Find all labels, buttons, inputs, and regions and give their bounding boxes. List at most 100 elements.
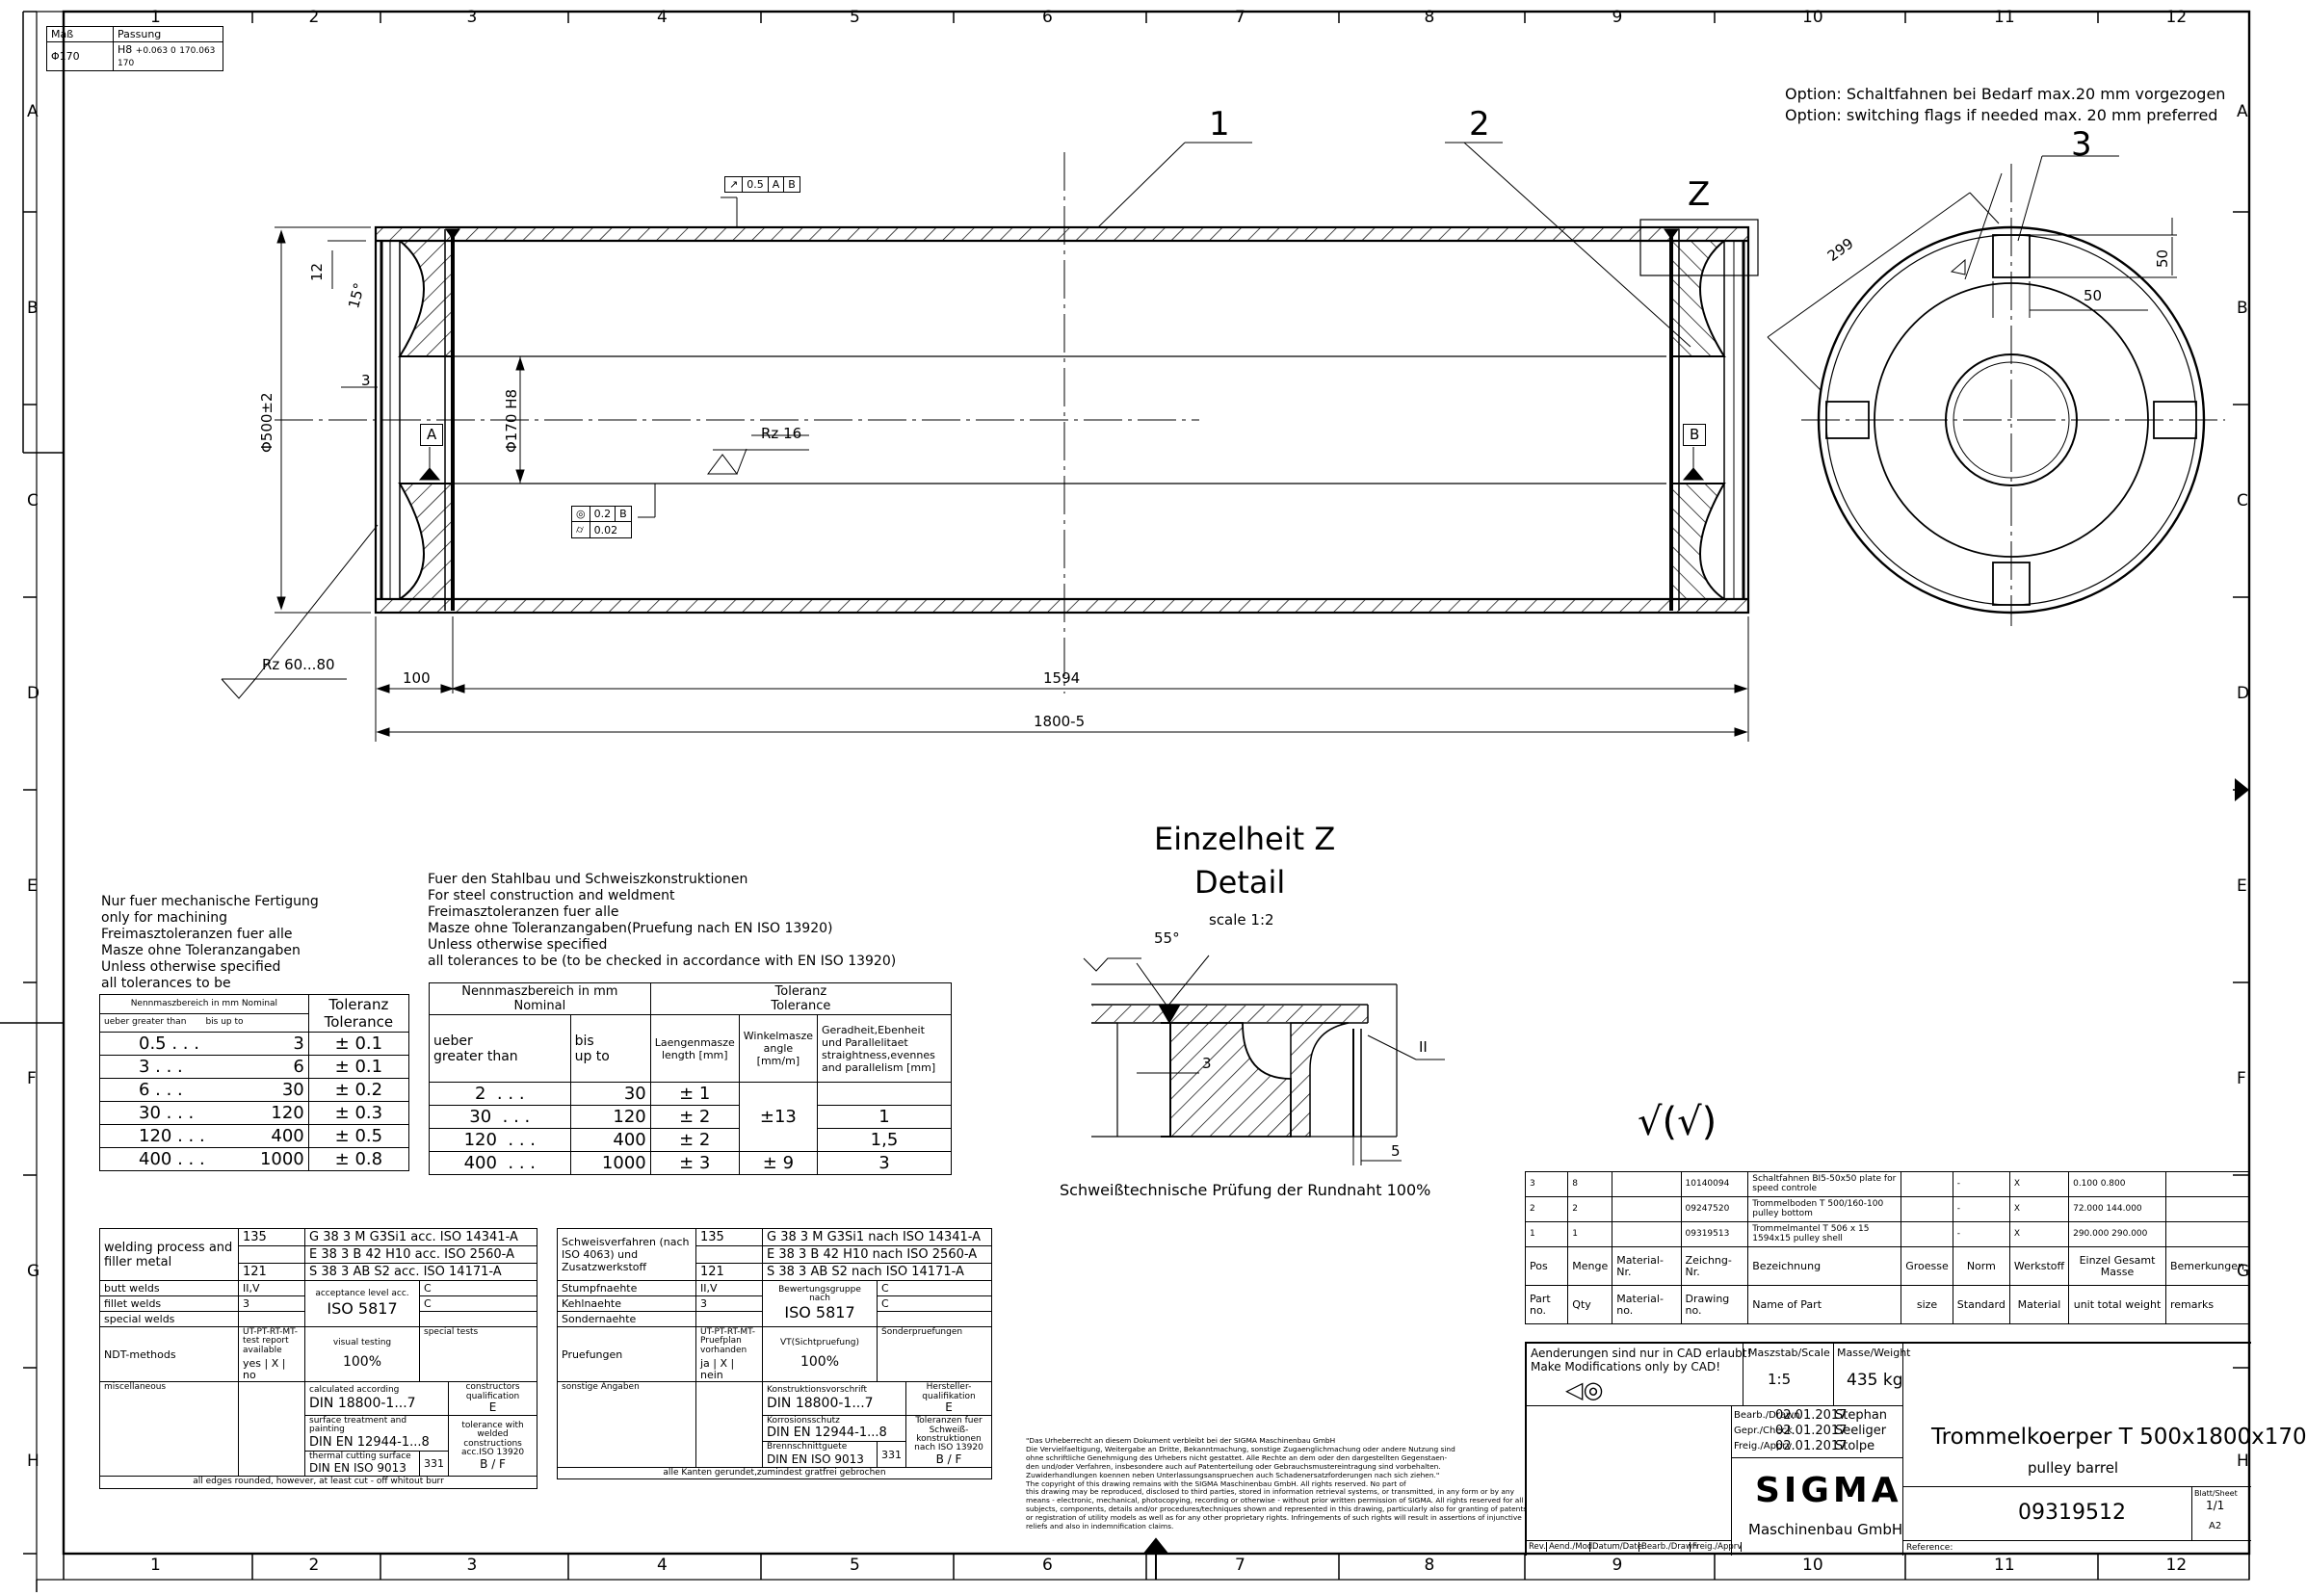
st-r3-from: 120 . . . xyxy=(429,1128,571,1152)
column-label: 4 xyxy=(657,8,668,27)
column-label: 5 xyxy=(850,8,860,27)
column-label: 10 xyxy=(1802,8,1823,27)
we-din12944: DIN EN 12944-1...8 xyxy=(309,1434,430,1450)
we-special: special welds xyxy=(99,1311,239,1327)
we-visual-pct: 100% xyxy=(342,1353,382,1370)
st-header-range2: Nominal xyxy=(513,999,566,1013)
copyright-line: this drawing may be reproduced, disclose… xyxy=(1026,1487,1514,1497)
we-tol-welded: tolerance with welded constructions acc.… xyxy=(448,1414,537,1478)
copyright-line: ohne schriftliche Genehmigung des Urhebe… xyxy=(1026,1452,1448,1462)
revision-header: Bearb./Drawn xyxy=(1641,1542,1698,1552)
wd-konstr-label: Konstruktionsvorschrift xyxy=(767,1385,868,1396)
ph-pos-en: Part no. xyxy=(1524,1285,1569,1324)
mt-row: 0.5 . . .3± 0.1 xyxy=(98,1032,410,1056)
revision-header: Freig./Apprv xyxy=(1692,1542,1743,1552)
detail-width: 5 xyxy=(1391,1142,1401,1160)
part-pos: 3 xyxy=(1524,1171,1569,1197)
we-footer: all edges rounded, however, at least cut… xyxy=(99,1476,537,1489)
mt-tol: ± 0.5 xyxy=(307,1124,410,1148)
detail-title: Einzelheit Z xyxy=(1154,821,1336,857)
datum-a: A xyxy=(420,424,444,446)
wd-tol-sk: Toleranzen fuer Schweiß- konstruktionen … xyxy=(905,1414,992,1468)
steel-note-line: Freimasztoleranzen fuer alle xyxy=(428,904,619,920)
st-r2-to: 120 xyxy=(569,1105,651,1129)
mt-to: 3 xyxy=(240,1032,309,1056)
mt-from: 3 . . . xyxy=(98,1055,241,1079)
mt-row: 400 . . .1000± 0.8 xyxy=(98,1147,410,1171)
machining-note-line: only for machining xyxy=(101,910,227,926)
wd-iso5817: ISO 5817 xyxy=(784,1303,855,1322)
ph-name: Bezeichnung xyxy=(1747,1246,1902,1286)
ph-qty: Menge xyxy=(1567,1246,1613,1286)
mt-from: 120 . . . xyxy=(98,1124,241,1148)
part-weight: 290.000 290.000 xyxy=(2068,1221,2166,1247)
st-ang1: ±13 xyxy=(738,1082,819,1152)
revision-header: Rev. xyxy=(1529,1542,1547,1552)
position-label-1: 1 xyxy=(1209,105,1230,144)
mt-from: 0.5 . . . xyxy=(98,1032,241,1056)
steel-note-line: Fuer den Stahlbau und Schweiszkonstrukti… xyxy=(428,872,748,887)
row-label: H xyxy=(27,1451,39,1471)
scale-label: Maszstab/Scale xyxy=(1748,1347,1830,1359)
drawn-label: Bearb./Drawn xyxy=(1734,1410,1800,1421)
part-drawing: 09319513 xyxy=(1680,1221,1749,1247)
surface-rz60-80: Rz 60...80 xyxy=(262,656,335,673)
dim-100: 100 xyxy=(403,669,431,687)
reference-label: Reference: xyxy=(1906,1543,1953,1553)
mt-header-over: ueber greater than xyxy=(104,1017,187,1028)
we-thermal-label: thermal cutting surface xyxy=(309,1451,411,1461)
mt-row: 3 . . .6± 0.1 xyxy=(98,1055,410,1079)
we-e: E xyxy=(488,1400,497,1415)
st-header-len: Laengenmasze length [mm] xyxy=(649,1014,740,1083)
cylindricity-value: 0.02 xyxy=(589,521,632,538)
fit-value: H8 +0.063 0 170.063 170 xyxy=(113,41,223,71)
st-r3-str: 1,5 xyxy=(817,1128,952,1152)
column-label: 8 xyxy=(1424,1556,1435,1575)
option-note-de: Option: Schaltfahnen bei Bedarf max.20 m… xyxy=(1785,85,2226,103)
part-qty: 2 xyxy=(1567,1196,1613,1222)
steel-note-line: For steel construction and weldment xyxy=(428,888,675,903)
mt-to: 1000 xyxy=(240,1147,309,1171)
part-qty: 1 xyxy=(1567,1221,1613,1247)
wd-din9013: DIN EN ISO 9013 xyxy=(767,1452,864,1466)
we-331: 331 xyxy=(418,1450,450,1478)
column-label: 1 xyxy=(150,8,161,27)
st-r1-str xyxy=(817,1082,952,1106)
projection-symbol-icon: ◁◎ xyxy=(1565,1376,1604,1403)
part-name: Schaltfahnen BI5-50x50 plate for speed c… xyxy=(1747,1171,1902,1197)
row-label: B xyxy=(27,299,39,318)
wd-ja: ja xyxy=(700,1357,710,1371)
approved-label: Freig./Apprv xyxy=(1734,1441,1793,1452)
mt-row: 6 . . .30± 0.2 xyxy=(98,1078,410,1102)
sheet-label: Blatt/Sheet xyxy=(2194,1489,2238,1498)
column-label: 3 xyxy=(466,8,478,27)
ph-mat: Material- Nr. xyxy=(1612,1246,1682,1286)
datum-b: B xyxy=(1683,424,1707,446)
we-special-c xyxy=(419,1311,537,1327)
ph-norm-en: Standard xyxy=(1952,1285,2010,1324)
ph-size: Groesse xyxy=(1901,1246,1953,1286)
cylindricity-icon: ⌭ xyxy=(571,521,590,538)
technical-drawing xyxy=(0,10,2251,1592)
wd-bf: B / F xyxy=(935,1452,962,1466)
wd-pruef: Pruefungen xyxy=(557,1325,696,1383)
copyright-line: subjects, components, details and/or pro… xyxy=(1026,1504,1528,1514)
st-r1-from: 2 . . . xyxy=(429,1082,571,1106)
mt-tol: ± 0.1 xyxy=(307,1032,410,1056)
wd-kehl-v: 3 xyxy=(695,1295,763,1312)
machining-note-line: all tolerances to be xyxy=(101,976,231,991)
concentricity-value: 0.2 xyxy=(589,506,616,522)
copyright-line: or registration of utility models as wel… xyxy=(1026,1513,1522,1523)
row-label: F xyxy=(27,1069,37,1088)
checked-by: Seeliger xyxy=(1835,1424,1887,1438)
ph-werk: Werkstoff xyxy=(2008,1246,2070,1286)
st-ang2: ± 9 xyxy=(738,1151,819,1175)
